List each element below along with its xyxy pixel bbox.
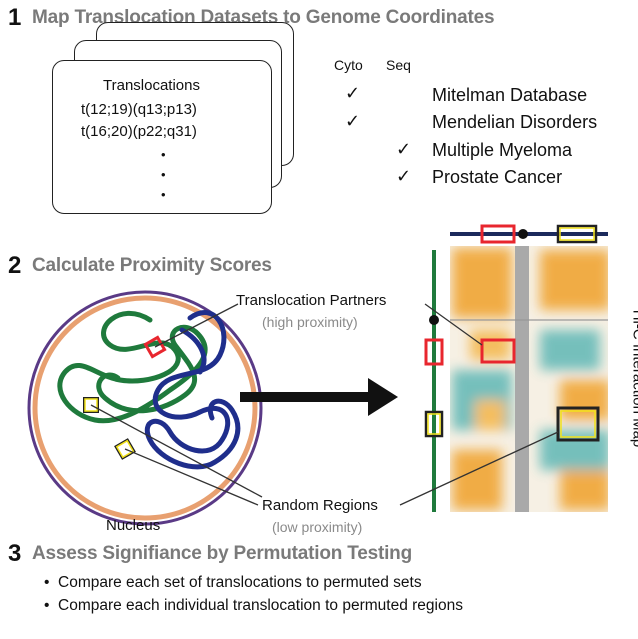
random-region-marker — [114, 438, 136, 460]
card-entry: t(12;19)(q13;p13) — [81, 101, 197, 118]
translocation-partners-label: Translocation Partners — [236, 292, 387, 309]
hic-heatmap — [450, 246, 608, 512]
left-random-marker — [424, 410, 444, 438]
translocation-partners-sublabel: (high proximity) — [262, 314, 358, 330]
ellipsis-dot: • — [161, 167, 166, 182]
step-2-title: Calculate Proximity Scores — [32, 255, 272, 276]
nucleus-membrane-outer — [27, 290, 263, 526]
seq-check-icon: ✓ — [396, 139, 412, 159]
seq-column-header: Seq — [386, 57, 411, 73]
dataset-name: Mitelman Database — [432, 85, 588, 105]
translocation-card: Translocations t(12;19)(q13;p13) t(16;20… — [52, 60, 272, 214]
ellipsis-dot: • — [161, 147, 166, 162]
bullet-dot: • — [44, 574, 50, 591]
left-axis-centromere — [429, 315, 439, 325]
cyto-check-icon: ✓ — [345, 111, 361, 131]
dataset-name: Multiple Myeloma — [432, 140, 573, 160]
bullet-dot: • — [44, 597, 50, 614]
blue-chromosome — [145, 310, 241, 470]
diagonal-band — [515, 246, 529, 512]
bullet-item: Compare each set of translocations to pe… — [58, 574, 422, 591]
left-partner-marker — [424, 338, 444, 366]
top-axis-centromere — [518, 229, 528, 239]
step-3-number: 3 — [8, 540, 22, 567]
random-contact-box — [556, 406, 600, 442]
card-heading: Translocations — [103, 77, 200, 94]
random-regions-label: Random Regions — [262, 497, 378, 514]
random-region-marker — [83, 397, 99, 413]
partner-contact-box — [480, 338, 516, 364]
hic-map-label: Hi-C Interaction Map — [629, 309, 638, 448]
random-regions-sublabel: (low proximity) — [272, 519, 363, 535]
dataset-name: Prostate Cancer — [432, 167, 563, 187]
dataset-name: Mendelian Disorders — [432, 112, 598, 132]
card-entry: t(16;20)(p22;q31) — [81, 123, 197, 140]
seq-check-icon: ✓ — [396, 166, 412, 186]
green-chromosome — [57, 310, 208, 424]
ellipsis-dot: • — [161, 187, 166, 202]
step-1-number: 1 — [8, 4, 22, 31]
top-partner-marker — [480, 224, 516, 244]
cyto-check-icon: ✓ — [345, 83, 361, 103]
top-random-marker — [556, 224, 598, 244]
step-3-title: Assess Signifiance by Permutation Testin… — [32, 543, 412, 564]
bullet-item: Compare each individual translocation to… — [58, 597, 463, 614]
arrow-shaft — [240, 392, 370, 402]
nucleus-label: Nucleus — [106, 517, 161, 534]
cyto-column-header: Cyto — [334, 57, 363, 73]
arrow-head — [368, 378, 398, 416]
nucleus-membrane-inner — [32, 295, 258, 521]
step-2-number: 2 — [8, 252, 22, 279]
